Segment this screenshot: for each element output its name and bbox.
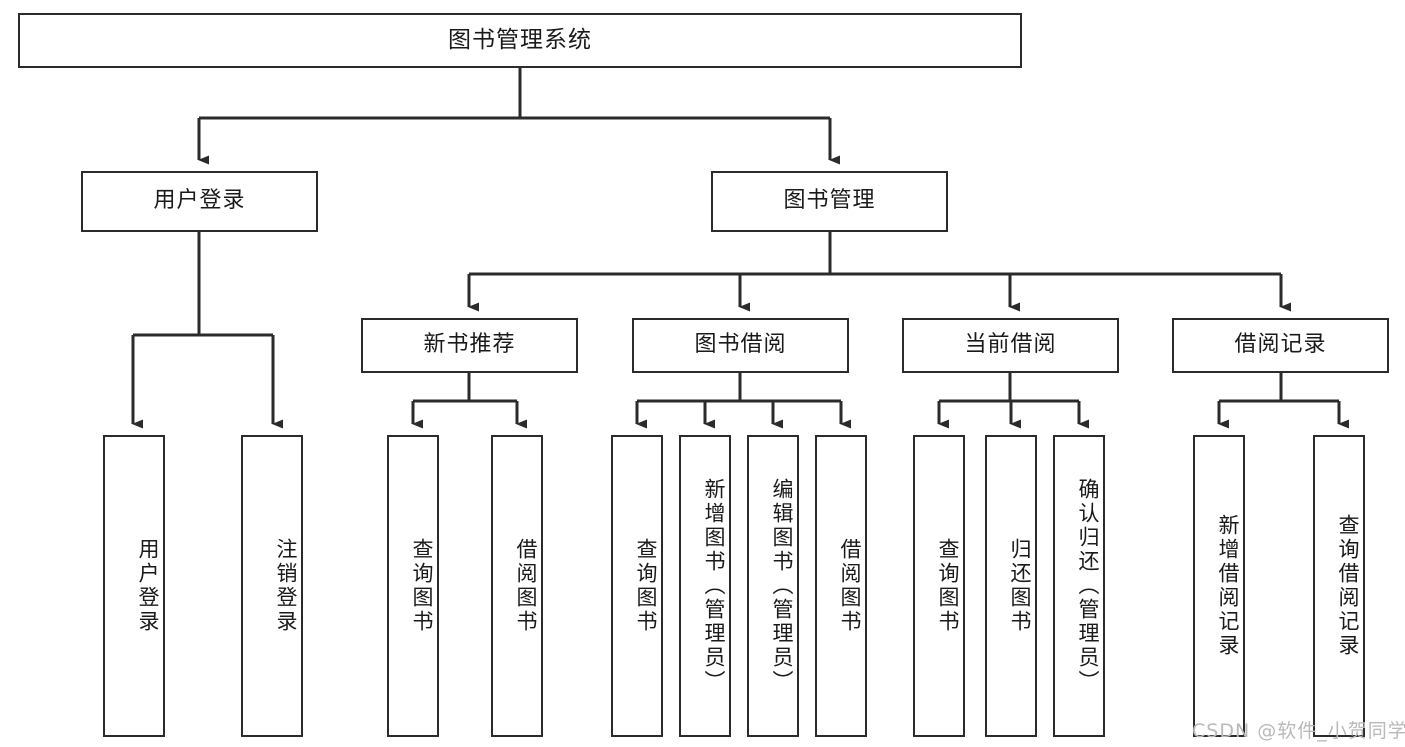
node-user-login[interactable]: 用户登录 <box>81 171 318 232</box>
leaf-node-label: 查询图书 <box>410 538 434 634</box>
node-book-management-label: 图书管理 <box>783 188 876 214</box>
leaf-node-label: 查询图书 <box>936 538 960 634</box>
leaf-node-label: 查询图书 <box>634 538 658 634</box>
node-borrow-record-label: 借阅记录 <box>1234 332 1327 358</box>
leaf-node-label: 借阅图书 <box>514 538 538 634</box>
leaf-node[interactable]: 借阅图书 <box>491 435 543 737</box>
leaf-node[interactable]: 新增借阅记录 <box>1193 435 1245 737</box>
leaf-node[interactable]: 借阅图书 <box>815 435 867 737</box>
leaf-node-label: 用户登录 <box>136 538 160 634</box>
node-borrow-record[interactable]: 借阅记录 <box>1172 318 1389 373</box>
csdn-watermark-text: CSDN @软件_小贺同学 <box>1192 720 1405 742</box>
node-book-borrow[interactable]: 图书借阅 <box>632 318 849 373</box>
leaf-node-label: 借阅图书 <box>838 538 862 634</box>
leaf-node-label: 确认归还（管理员） <box>1076 478 1100 694</box>
leaf-node[interactable]: 归还图书 <box>985 435 1037 737</box>
leaf-node-label: 新增图书（管理员） <box>702 478 726 694</box>
leaf-node[interactable]: 查询图书 <box>611 435 663 737</box>
leaf-node-label: 编辑图书（管理员） <box>770 478 794 694</box>
node-new-book-recommend-label: 新书推荐 <box>423 332 516 358</box>
leaf-node-label: 归还图书 <box>1008 538 1032 634</box>
leaf-node[interactable]: 用户登录 <box>103 435 165 737</box>
leaf-node[interactable]: 查询图书 <box>913 435 965 737</box>
node-current-borrow[interactable]: 当前借阅 <box>902 318 1119 373</box>
node-root-label: 图书管理系统 <box>448 26 592 53</box>
node-new-book-recommend[interactable]: 新书推荐 <box>361 318 578 373</box>
leaf-node[interactable]: 新增图书（管理员） <box>679 435 731 737</box>
leaf-node[interactable]: 确认归还（管理员） <box>1053 435 1105 737</box>
leaf-node[interactable]: 查询借阅记录 <box>1313 435 1365 737</box>
leaf-node-label: 查询借阅记录 <box>1336 514 1360 658</box>
leaf-node-label: 注销登录 <box>274 538 298 634</box>
csdn-watermark: CSDN @软件_小贺同学 <box>1192 716 1405 743</box>
node-root[interactable]: 图书管理系统 <box>18 13 1022 68</box>
node-book-management[interactable]: 图书管理 <box>711 171 948 232</box>
leaf-node[interactable]: 查询图书 <box>387 435 439 737</box>
leaf-node[interactable]: 注销登录 <box>241 435 303 737</box>
leaf-node[interactable]: 编辑图书（管理员） <box>747 435 799 737</box>
node-current-borrow-label: 当前借阅 <box>964 332 1057 358</box>
node-book-borrow-label: 图书借阅 <box>694 332 787 358</box>
node-user-login-label: 用户登录 <box>153 188 246 214</box>
leaf-node-label: 新增借阅记录 <box>1216 514 1240 658</box>
